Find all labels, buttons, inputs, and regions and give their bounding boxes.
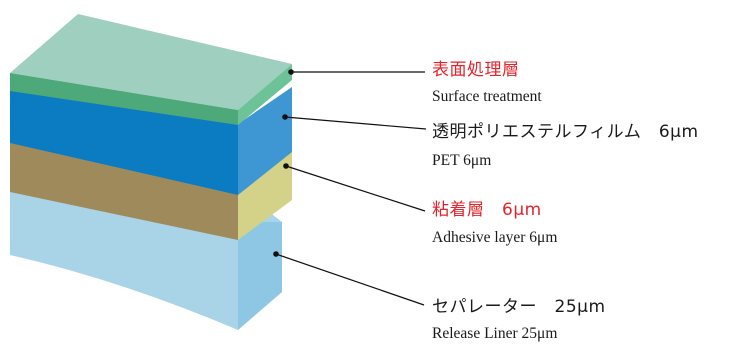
leader-line-adhesive [285,165,426,212]
adhesive-layer-label-en: Adhesive layer 6μm [432,229,558,246]
surface-side-face [238,64,292,125]
release-liner-side-face [238,222,282,330]
pet-film-label-jp: 透明ポリエステルフィルム 6μm [432,122,699,142]
leader-lines [273,69,427,306]
leader-line-pet [284,116,427,130]
leader-line-liner [275,253,425,306]
pet-film-label-en: PET 6μm [432,152,492,169]
leader-dot-adhesive [283,163,289,169]
surface-treatment-label-jp: 表面処理層 [432,60,520,80]
release-liner-label-en: Release Liner 25μm [432,325,558,342]
surface-top-face [10,14,292,110]
release-liner-label-jp: セパレーター 25μm [432,297,606,317]
surface-front-face [10,73,238,125]
surface-treatment-layer [10,14,292,125]
leader-dot-surface [288,69,294,75]
leader-dot-liner [273,251,279,257]
surface-treatment-label-en: Surface treatment [432,88,542,105]
leader-dot-pet [282,114,288,120]
adhesive-layer-label-jp: 粘着層 6μm [432,200,542,220]
pet-side-face [238,87,292,195]
